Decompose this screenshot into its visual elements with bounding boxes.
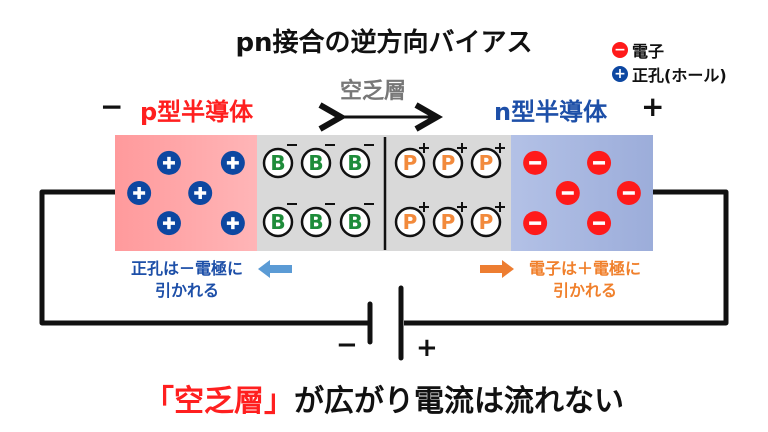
acceptor-ion-letter: B <box>270 151 285 175</box>
acceptor-ion <box>300 206 332 238</box>
donor-ion <box>470 147 502 179</box>
right-caption-line2: 引かれる <box>552 281 617 300</box>
electron-icon: − <box>612 42 628 58</box>
donor-ion-letter: P <box>479 210 494 234</box>
p-terminal-sign: − <box>100 90 124 123</box>
p-type-label: p型半導体 <box>140 98 254 126</box>
legend-hole: + 正孔(ホール) <box>612 62 727 86</box>
left-caption: 正孔は－電極に 引かれる <box>112 258 262 302</box>
battery-plus-sign: + <box>416 333 438 363</box>
right-wire <box>404 189 729 326</box>
right-caption-line1: 電子は＋電極に <box>528 259 641 278</box>
donor-ion-letter: P <box>441 210 456 234</box>
legend-electron-label: 電子 <box>632 42 665 61</box>
hole-icon: + <box>612 66 628 82</box>
donor-ion-letter: P <box>479 151 494 175</box>
donor-ion-letter: P <box>441 151 456 175</box>
acceptor-ion-letter: B <box>308 151 323 175</box>
acceptor-ion-letter: B <box>270 210 285 234</box>
conclusion-highlight: 「空乏層」 <box>144 384 294 419</box>
battery-minus-sign: − <box>336 330 358 360</box>
left-arrow-icon <box>258 260 292 278</box>
acceptor-ion <box>339 147 371 179</box>
right-caption: 電子は＋電極に 引かれる <box>510 258 660 302</box>
left-caption-line2: 引かれる <box>154 281 219 300</box>
donor-ion-letter: P <box>403 210 418 234</box>
diagram-title: pn接合の逆方向バイアス <box>235 28 533 58</box>
n-terminal-sign: + <box>641 90 665 123</box>
acceptor-ion-letter: B <box>347 210 362 234</box>
depletion-label: 空乏層 <box>340 79 407 104</box>
conclusion-text: 「空乏層」が広がり電流は流れない <box>0 376 768 420</box>
acceptor-ion <box>339 206 371 238</box>
acceptor-ion-letter: B <box>308 210 323 234</box>
donor-ion <box>394 147 426 179</box>
acceptor-ion-letter: B <box>347 151 362 175</box>
n-type-label: n型半導体 <box>494 98 608 126</box>
left-wire <box>39 189 368 326</box>
left-caption-line1: 正孔は－電極に <box>130 259 243 278</box>
donor-ion <box>470 206 502 238</box>
acceptor-ion <box>262 206 294 238</box>
right-arrow-icon <box>480 260 514 278</box>
acceptor-ion <box>300 147 332 179</box>
donor-ion <box>432 206 464 238</box>
donor-ion-letter: P <box>403 151 418 175</box>
legend-hole-label: 正孔(ホール) <box>632 66 727 85</box>
donor-ion <box>394 206 426 238</box>
donor-ion <box>432 147 464 179</box>
conclusion-rest: が広がり電流は流れない <box>294 384 624 419</box>
legend-electron: − 電子 <box>612 38 664 62</box>
acceptor-ion <box>262 147 294 179</box>
